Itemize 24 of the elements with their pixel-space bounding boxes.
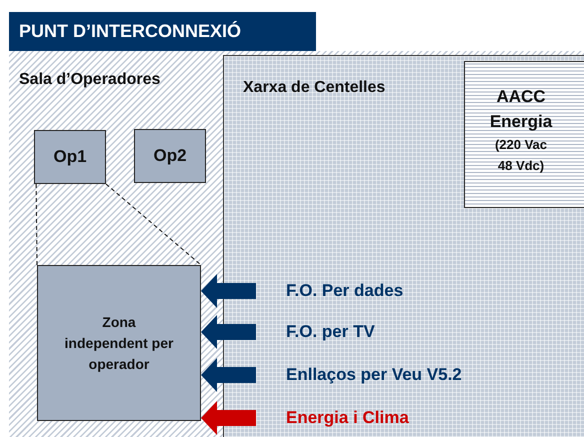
dashed-line — [36, 184, 38, 266]
panel-title: AACC Energia — [488, 86, 554, 133]
operator-box — [34, 130, 106, 184]
operator-label: Op1 — [53, 147, 87, 167]
block-arrow — [201, 401, 256, 435]
block-arrow — [201, 358, 256, 392]
block-arrow — [201, 315, 256, 349]
title: PUNT D’INTERCONNEXIÓ — [19, 21, 242, 42]
network-area — [223, 55, 584, 437]
interconnection-area — [9, 12, 584, 437]
feed-label: F.O. Per dades — [286, 280, 404, 302]
feed-label: Enllaços per Veu V5.2 — [286, 364, 462, 386]
operator-box — [134, 129, 206, 183]
block-arrow — [201, 274, 256, 308]
power-panel — [464, 61, 584, 208]
voltage-label: (220 Vac 48 Vdc) — [494, 136, 548, 175]
operator-zone-box — [37, 265, 201, 421]
feed-label: F.O. per TV — [286, 321, 375, 343]
area-label: Sala d’Operadores — [19, 71, 160, 89]
zone-label: Zona independent per operador — [64, 312, 174, 374]
area-label: Xarxa de Centelles — [243, 79, 386, 97]
dashed-line — [106, 184, 202, 266]
operator-label: Op2 — [153, 146, 187, 166]
feed-label: Energia i Clima — [286, 407, 409, 429]
